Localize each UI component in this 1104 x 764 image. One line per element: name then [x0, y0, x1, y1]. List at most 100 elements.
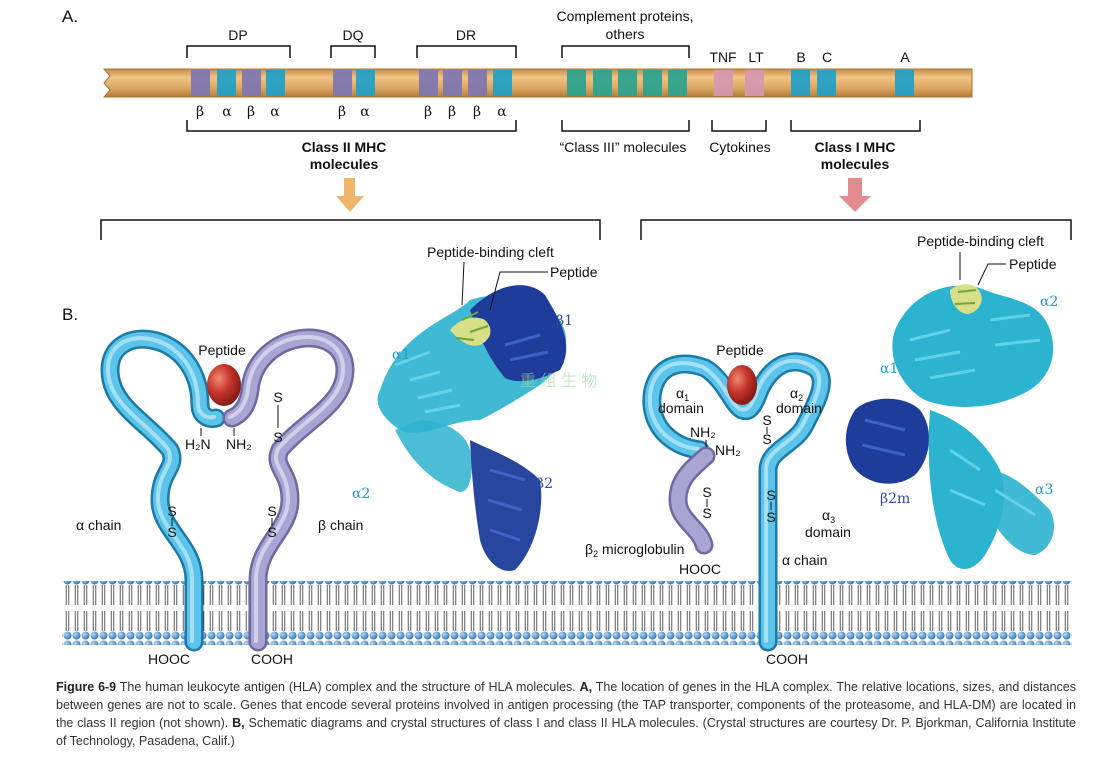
gene-band [191, 70, 210, 96]
class2-cooh: COOH [251, 651, 293, 667]
class2-arrow [336, 178, 364, 212]
lt-label: LT [748, 49, 764, 65]
class1-a2-domain-word: domain [776, 400, 822, 416]
greek-letter: β [424, 104, 432, 120]
gene-band [567, 70, 586, 96]
cell-membrane [62, 581, 1072, 645]
dr-label: DR [456, 27, 476, 43]
class2-disulfide-beta-1: S S [273, 389, 282, 445]
greek-letter: β [473, 104, 481, 120]
class2-alpha-chain [100, 329, 226, 652]
class1-cooh: COOH [766, 651, 808, 667]
class2-disulfide-beta-2: S S [267, 503, 276, 540]
gene-band [266, 70, 285, 96]
gene-band [468, 70, 487, 96]
dq-label: DQ [343, 27, 364, 43]
class2-hooc: HOOC [148, 651, 190, 667]
class2-peptide [207, 364, 241, 406]
class2-nh2: NH₂ [226, 436, 252, 452]
greek-letter: α [360, 104, 370, 120]
class1-disulfide-a3: S S [766, 487, 775, 525]
figure-caption: Figure 6-9 The human leukocyte antigen (… [56, 678, 1076, 750]
class1-a2-domain-label: α2 [790, 385, 803, 403]
svg-text:S: S [702, 505, 711, 521]
class1-disulfide-1: HOOC [0, 0, 42, 3]
class2-peptide-label: Peptide [198, 342, 246, 358]
svg-text:S: S [702, 484, 711, 500]
svg-text:S: S [273, 429, 282, 445]
greek-letter: β [448, 104, 456, 120]
class2-crystal-cleft-label: Peptide-binding cleft [427, 244, 554, 260]
class1-hooc: HOOC [679, 561, 721, 577]
class1-nh2-a: NH₂ [690, 424, 716, 440]
gene-band [356, 70, 375, 96]
gene-band [745, 70, 764, 96]
cytokines-label: Cytokines [709, 139, 770, 155]
chromosome [102, 68, 973, 98]
gene-band [333, 70, 352, 96]
class2-label-2: molecules [310, 156, 379, 172]
caption-text-3: Schematic diagrams and crystal structure… [56, 716, 1076, 748]
gene-band [618, 70, 637, 96]
svg-text:S: S [762, 412, 771, 428]
panel-b-brackets [100, 219, 1072, 240]
greek-letter: β [338, 104, 346, 120]
top-brackets [186, 45, 690, 58]
gene-band [643, 70, 662, 96]
class1-label-2: molecules [821, 156, 890, 172]
gene-band [419, 70, 438, 96]
dp-label: DP [228, 27, 247, 43]
class1-alpha-chain [642, 352, 831, 652]
gene-band [217, 70, 236, 96]
class1-arrow [839, 178, 871, 212]
class1-crystal-a1: α1 [880, 361, 898, 377]
svg-text:S: S [762, 431, 771, 447]
svg-text:S: S [267, 503, 276, 519]
gene-band [443, 70, 462, 96]
svg-text:S: S [273, 389, 282, 405]
class2-disulfide-alpha: S S [167, 503, 176, 540]
class1-crystal-a3: α3 [1035, 482, 1053, 498]
class2-crystal-structure [377, 285, 567, 571]
class1-crystal-cleft-label: Peptide-binding cleft [917, 233, 1044, 249]
class2-label-1: Class II MHC [302, 139, 387, 155]
caption-a: A, [579, 680, 593, 694]
class1-disulfide-a2: S S [762, 412, 771, 447]
class2-alpha-chain-label: α chain [76, 517, 121, 533]
greek-letter: β [196, 104, 204, 120]
a-gene-label: A [900, 49, 910, 65]
class1-b2-microglobulin [668, 446, 716, 555]
class1-crystal-peptide-label: Peptide [1009, 256, 1057, 272]
class1-peptide-label: Peptide [716, 342, 764, 358]
crystal-b2-label: β2 [536, 476, 553, 492]
panel-b-label: B. [62, 305, 78, 324]
greek-letter: α [497, 104, 507, 120]
caption-b: B, [232, 716, 245, 730]
gene-band [817, 70, 836, 96]
panel-a-label: A. [62, 7, 78, 26]
class2-cleft-pointer [461, 261, 465, 306]
class1-disulfide-b2m: S S [702, 484, 711, 521]
svg-text:S: S [766, 509, 775, 525]
class2-h2n: H₂N [185, 436, 211, 452]
gene-band [593, 70, 612, 96]
bottom-brackets [186, 120, 921, 132]
greek-letter: α [222, 104, 232, 120]
caption-figure-number: Figure 6-9 [56, 680, 117, 694]
class1-crystal-b2m: β2m [880, 491, 910, 507]
greek-letter: α [270, 104, 280, 120]
complement-label-1: Complement proteins, [557, 8, 694, 24]
caption-text-1: The human leukocyte antigen (HLA) comple… [116, 680, 580, 694]
gene-band [493, 70, 512, 96]
class2-beta-chain [222, 328, 355, 652]
gene-band [791, 70, 810, 96]
watermark: 重 组 生 物 [520, 372, 597, 390]
gene-band [242, 70, 261, 96]
class1-peptide-pointer [977, 263, 1006, 286]
class2-crystal-peptide-label: Peptide [550, 264, 598, 280]
class1-nh2-b: NH₂ [715, 442, 741, 458]
class1-a3-label: α3 [822, 507, 835, 525]
crystal-a2-label: α2 [352, 486, 370, 502]
